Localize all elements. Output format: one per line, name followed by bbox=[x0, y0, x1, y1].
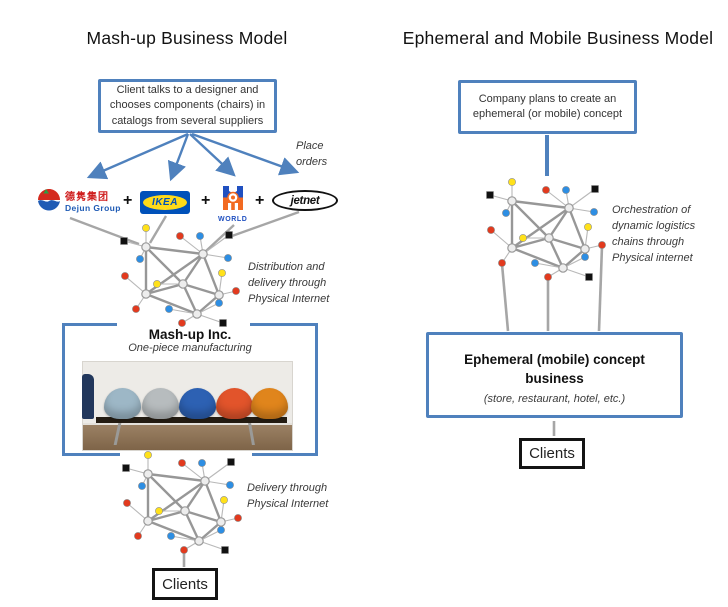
physical-internet-network-2 bbox=[121, 450, 243, 555]
jetnet-logo: jetnet bbox=[272, 190, 338, 211]
plus-sign-2: + bbox=[201, 192, 211, 209]
physical-internet-network-1 bbox=[119, 223, 241, 328]
delivery-note: Delivery through Physical Internet bbox=[247, 482, 329, 510]
world-wordmark: WORLD bbox=[218, 216, 248, 223]
network-business-links bbox=[500, 245, 604, 332]
chairs-photo bbox=[82, 361, 293, 451]
supplier-network-links bbox=[69, 210, 300, 252]
ikea-logo: IKEA bbox=[140, 191, 190, 214]
ephemeral-box-subtitle: (store, restaurant, hotel, etc.) bbox=[483, 392, 626, 405]
frame-right-bar bbox=[315, 323, 318, 456]
photo-chair-blue bbox=[179, 388, 216, 419]
plus-sign-1: + bbox=[123, 192, 133, 209]
photo-chair-orange bbox=[251, 388, 288, 419]
mashup-inc-frame: Mash-up Inc. One-piece manufacturing bbox=[62, 323, 318, 456]
company-plan-box: Company plans to create an ephemeral (or… bbox=[458, 80, 637, 134]
clients-label-left: Clients bbox=[162, 575, 208, 593]
frame-bottom-right bbox=[252, 453, 318, 456]
orchestration-note: Orchestration of dynamic logistics chain… bbox=[612, 204, 696, 264]
world-logo: WORLD bbox=[218, 185, 247, 223]
ephemeral-business-box: Ephemeral (mobile) concept business (sto… bbox=[426, 332, 683, 418]
mashup-inc-title: Mash-up Inc. bbox=[148, 327, 232, 342]
photo-chair-gray bbox=[142, 388, 179, 419]
right-title: Ephemeral and Mobile Business Model bbox=[402, 28, 714, 48]
plus-sign-3: + bbox=[255, 192, 265, 209]
distribution-note: Distribution and delivery through Physic… bbox=[248, 261, 330, 305]
photo-bench bbox=[96, 417, 287, 423]
order-arrows bbox=[86, 132, 300, 182]
dejun-chinese-name: 德隽集团 bbox=[65, 191, 109, 203]
mashup-inc-subtitle: One-piece manufacturing bbox=[128, 342, 252, 354]
photo-chair-lightblue bbox=[104, 388, 141, 419]
dejun-logo-icon bbox=[38, 189, 60, 211]
world-logo-icon bbox=[222, 186, 243, 210]
clients-box-left: Clients bbox=[152, 568, 218, 600]
ikea-oval: IKEA bbox=[143, 195, 187, 210]
photo-side-chair bbox=[82, 374, 94, 419]
photo-chair-red bbox=[216, 388, 253, 419]
jetnet-wordmark: jetnet bbox=[290, 194, 320, 207]
clients-label-right: Clients bbox=[529, 445, 575, 462]
ephemeral-box-title: Ephemeral (mobile) concept business bbox=[464, 352, 645, 386]
dejun-logo: 德隽集团 Dejun Group bbox=[36, 187, 121, 213]
frame-top-right bbox=[250, 323, 318, 326]
company-plan-text: Company plans to create an ephemeral (or… bbox=[472, 92, 623, 120]
left-title: Mash-up Business Model bbox=[86, 28, 288, 48]
frame-top-left bbox=[62, 323, 117, 326]
place-orders-note: Place orders bbox=[296, 140, 328, 168]
client-designer-box: Client talks to a designer and chooses c… bbox=[98, 79, 277, 133]
ikea-wordmark: IKEA bbox=[152, 197, 178, 208]
dejun-english-name: Dejun Group bbox=[65, 202, 121, 213]
clients-box-right: Clients bbox=[519, 438, 585, 469]
frame-bottom-left bbox=[62, 453, 120, 456]
frame-left-bar bbox=[62, 323, 65, 456]
physical-internet-network-3 bbox=[485, 177, 607, 282]
client-designer-text: Client talks to a designer and chooses c… bbox=[109, 83, 266, 127]
